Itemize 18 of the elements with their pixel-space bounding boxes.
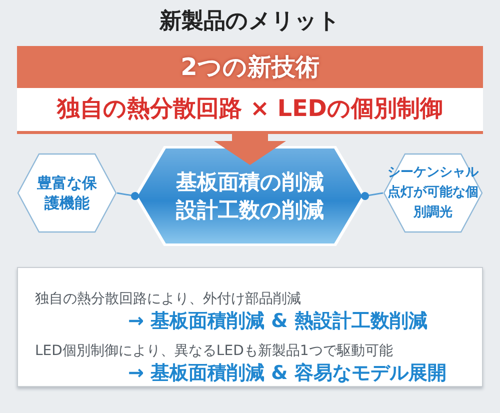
connector-line <box>116 192 139 200</box>
hexagon-label: 基板面積の削減設計工数の削減 <box>174 169 325 224</box>
result-text: → 基板面積削減 & 熱設計工数削減 <box>128 310 428 332</box>
note-text: LED個別制御により、異なるLEDも新製品1つで駆動可能 <box>35 343 393 359</box>
connector-line <box>361 192 384 200</box>
summary-card <box>17 267 483 387</box>
panel-text: 独自の熱分散回路 × LEDの個別制御 <box>57 96 443 122</box>
hexagon <box>383 153 483 233</box>
title: 新製品のメリット <box>158 8 342 36</box>
hexagon-label: シーケンシャル点灯が可能な個別調光 <box>387 164 479 222</box>
panel-heading: 2つの新技術 <box>17 46 483 88</box>
technology-panel <box>17 46 483 134</box>
hexagon-label: 豊富な保護機能 <box>36 173 98 213</box>
hexagon <box>135 146 365 246</box>
arrow <box>214 134 286 165</box>
note-text: 独自の熱分散回路により、外付け部品削減 <box>35 291 301 307</box>
hexagon <box>17 153 117 233</box>
result-text: → 基板面積削減 & 容易なモデル展開 <box>128 362 446 384</box>
